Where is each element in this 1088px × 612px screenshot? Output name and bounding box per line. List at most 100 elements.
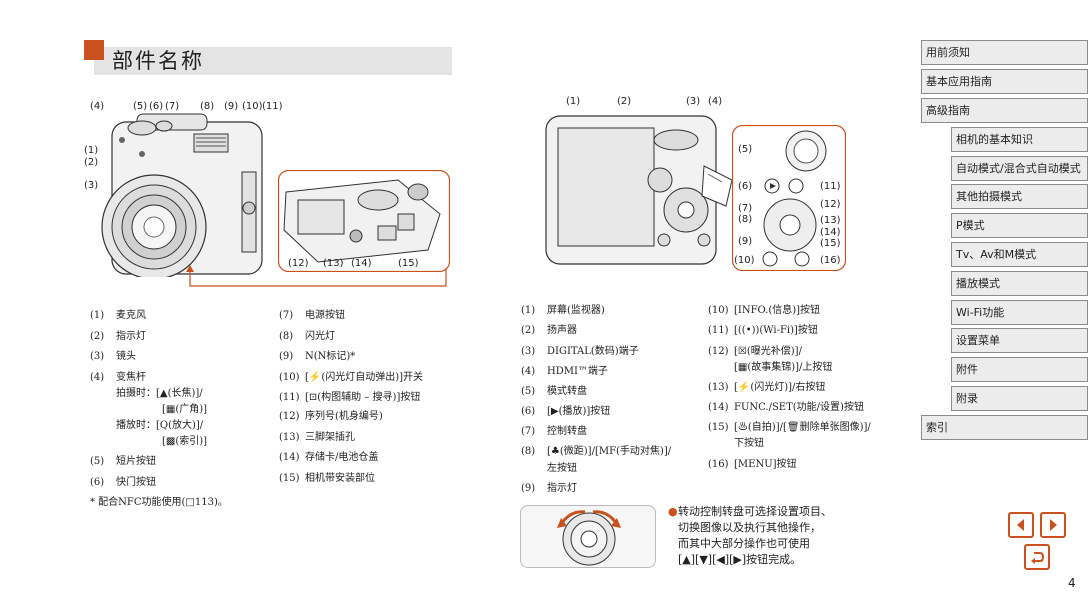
callout-dial-11: (11) [820, 181, 841, 192]
callout-front-8: (8) [200, 101, 215, 112]
callout-front-1: (1) [84, 145, 99, 156]
nav-item-wifi[interactable]: Wi-Fi功能 [951, 300, 1088, 325]
page-title: 部件名称 [112, 49, 204, 73]
list-item-continuation: 下按钮 [734, 438, 764, 449]
callout-front-6: (6) [149, 101, 164, 112]
list-item: (11)[((•))(Wi-Fi)]按钮 [708, 325, 818, 336]
callout-dial-7: (7) [738, 203, 753, 214]
nav-item-playback[interactable]: 播放模式 [951, 271, 1088, 296]
nav-item-setup-menu[interactable]: 设置菜单 [951, 328, 1088, 353]
page-number: 4 [1068, 576, 1076, 590]
nav-item-appendix[interactable]: 附录 [951, 386, 1088, 411]
prev-page-button[interactable] [1008, 512, 1034, 538]
triangle-left-icon [1017, 519, 1024, 531]
list-item: (14)FUNC./SET(功能/设置)按钮 [708, 402, 864, 413]
callout-dial-12: (12) [820, 199, 841, 210]
list-item: (10)[INFO.(信息)]按钮 [708, 305, 821, 316]
list-item-continuation: 左按钮 [547, 463, 577, 474]
title-bar [94, 47, 452, 75]
callout-front-2: (2) [84, 157, 99, 168]
list-item: (8)[♣(微距)]/[MF(手动对焦)]/ [521, 446, 672, 457]
nav-item-other-modes[interactable]: 其他拍摄模式 [951, 184, 1088, 209]
list-item: (7)电源按钮 [279, 310, 345, 321]
return-arrow-icon [1031, 552, 1044, 564]
nav-item-before-use[interactable]: 用前须知 [921, 40, 1088, 65]
callout-dial-14: (14) [820, 227, 841, 238]
callout-bottom-15: (15) [398, 258, 419, 269]
control-dial-icon [557, 510, 621, 566]
camera-back-illustration [545, 115, 733, 265]
bullet-dot-icon: ● [668, 505, 678, 518]
list-item: (3)镜头 [90, 351, 136, 362]
return-button[interactable] [1024, 544, 1050, 570]
callout-front-11: (11) [262, 101, 283, 112]
list-item: (4)HDMI™端子 [521, 366, 608, 377]
nav-item-camera-basics[interactable]: 相机的基本知识 [951, 127, 1088, 152]
list-item: (15)[♨(自拍)]/[🗑删除单张图像)]/ [708, 422, 871, 433]
callout-dial-6: (6) [738, 181, 753, 192]
nav-item-auto-mode[interactable]: 自动模式/混合式自动模式 [951, 156, 1088, 181]
nfc-footnote: * 配合NFC功能使用(□113)。 [90, 497, 228, 508]
zoom-sub-line: 拍摄时：[▲(长焦)]/ [116, 388, 203, 399]
list-item: (2)扬声器 [521, 325, 577, 336]
triangle-right-icon [1050, 519, 1057, 531]
callout-dial-16: (16) [820, 255, 841, 266]
camera-front-illustration [101, 113, 263, 277]
dial-usage-note: ● 转动控制转盘可选择设置项目、 切换图像以及执行其他操作， 而其中大部分操作也… [668, 505, 832, 566]
callout-front-10: (10) [242, 101, 263, 112]
callout-front-3: (3) [84, 180, 99, 191]
callout-back-2: (2) [617, 96, 632, 107]
list-item: (7)控制转盘 [521, 426, 587, 437]
list-item: (12)序列号(机身编号) [279, 411, 383, 422]
nav-item-tv-av-m[interactable]: Tv、Av和M模式 [951, 242, 1088, 267]
list-item: (13)三脚架插孔 [279, 432, 355, 443]
list-item: (4)变焦杆 [90, 372, 146, 383]
callout-front-7: (7) [165, 101, 180, 112]
callout-dial-13: (13) [820, 215, 841, 226]
zoom-sub-line: 播放时：[Q(放大)]/ [116, 420, 204, 431]
list-item: (10)[⚡(闪光灯自动弹出)]开关 [279, 372, 424, 383]
list-item: (14)存储卡/电池仓盖 [279, 452, 379, 463]
list-item: (9)指示灯 [521, 483, 577, 494]
zoom-sub-line: [▩(索引)] [162, 436, 208, 447]
list-item: (12)[☒(曝光补偿)]/ [708, 346, 802, 357]
callout-front-9: (9) [224, 101, 239, 112]
list-item: (5)短片按钮 [90, 456, 156, 467]
nav-item-advanced-guide[interactable]: 高级指南 [921, 98, 1088, 123]
camera-bottom-illustration [278, 170, 450, 272]
control-dial-illustration [520, 505, 656, 568]
title-accent-square [84, 40, 104, 60]
list-item: (8)闪光灯 [279, 331, 335, 342]
callout-bottom-13: (13) [323, 258, 344, 269]
next-page-button[interactable] [1040, 512, 1066, 538]
nav-item-basic-guide[interactable]: 基本应用指南 [921, 69, 1088, 94]
list-item: (11)[⊡(构图辅助 – 搜寻)]按钮 [279, 392, 421, 403]
callout-back-3: (3) [686, 96, 701, 107]
callout-bottom-12: (12) [288, 258, 309, 269]
list-item: (15)相机带安装部位 [279, 473, 375, 484]
callout-bottom-14: (14) [351, 258, 372, 269]
nav-item-accessories[interactable]: 附件 [951, 357, 1088, 382]
list-item: (6)[▶(播放)]按钮 [521, 406, 611, 417]
list-item: (3)DIGITAL(数码)端子 [521, 346, 639, 357]
callout-front-4: (4) [90, 101, 105, 112]
callout-dial-5: (5) [738, 144, 753, 155]
nav-item-p-mode[interactable]: P模式 [951, 213, 1088, 238]
list-item: (5)模式转盘 [521, 386, 587, 397]
list-item: (1)麦克风 [90, 310, 146, 321]
callout-dial-9: (9) [738, 236, 753, 247]
dial-detail-illustration [732, 125, 846, 271]
callout-dial-15: (15) [820, 238, 841, 249]
callout-back-4: (4) [708, 96, 723, 107]
list-item: (16)[MENU]按钮 [708, 459, 797, 470]
callout-front-5: (5) [133, 101, 148, 112]
callout-dial-10: (10) [734, 255, 755, 266]
list-item: (6)快门按钮 [90, 477, 156, 488]
nav-item-index[interactable]: 索引 [921, 415, 1088, 440]
list-item: (1)屏幕(监视器) [521, 305, 605, 316]
page-title-block: 部件名称 [84, 40, 452, 76]
callout-back-1: (1) [566, 96, 581, 107]
zoom-sub-line: [▦(广角)] [162, 404, 208, 415]
connector-lines [186, 265, 447, 287]
list-item: (13)[⚡(闪光灯)]/右按钮 [708, 382, 826, 393]
